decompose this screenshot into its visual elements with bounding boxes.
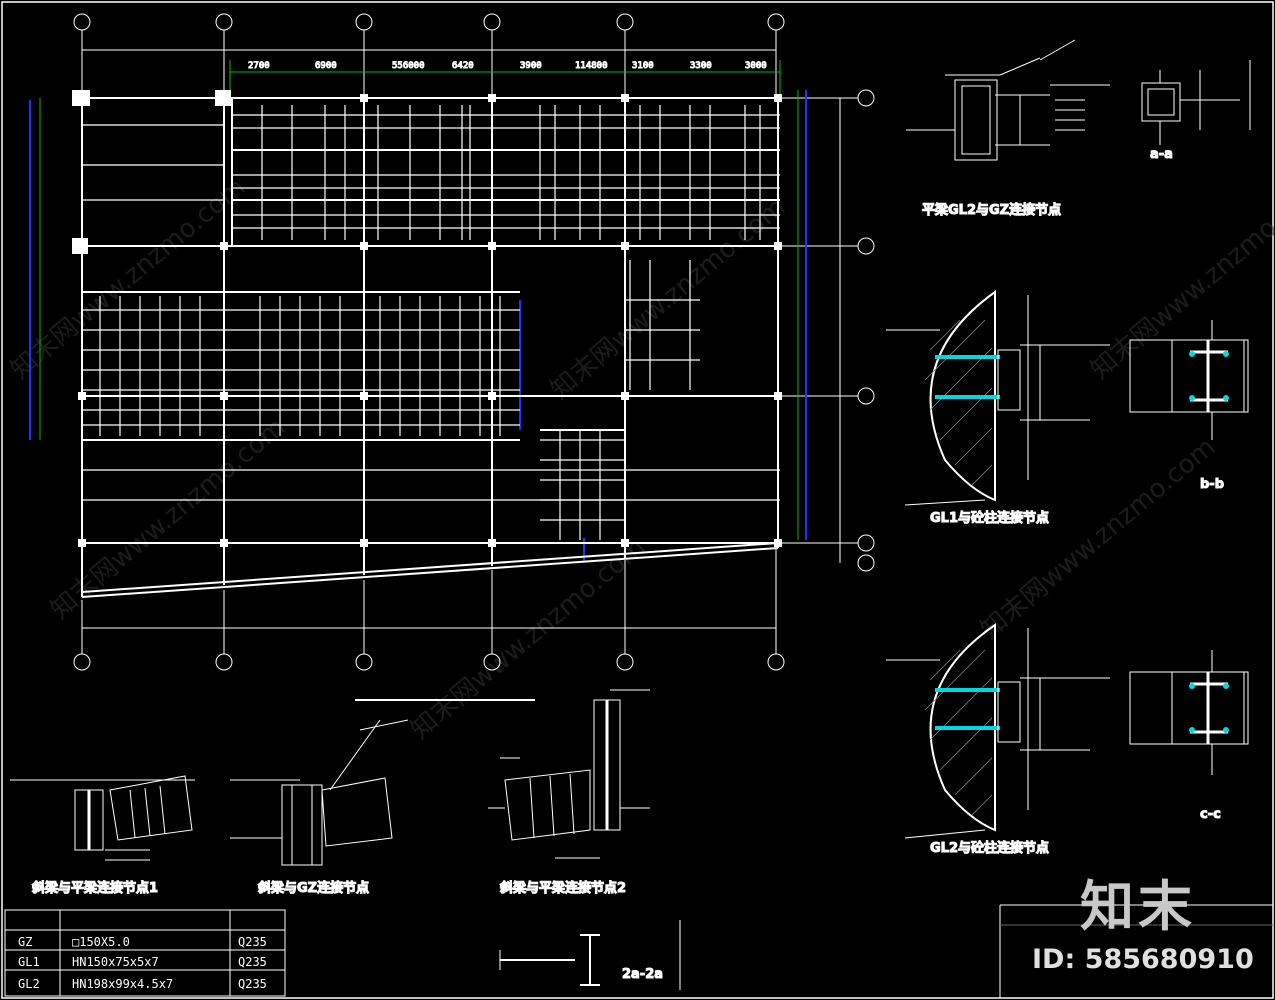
material-table xyxy=(4,909,286,997)
dimension-text: 556000 xyxy=(392,61,425,71)
table-cell-grade: Q235 xyxy=(238,955,267,969)
detail-gl2-gz: 平梁GL2与GZ连接节点 a-a xyxy=(906,39,1251,219)
image-id-label: ID: 585680910 xyxy=(1032,944,1254,975)
watermark-text: 知末网www.znzmo.com xyxy=(545,192,791,405)
watermark-text: 知末网www.znzmo.com xyxy=(405,532,651,745)
dimension-texts: 2700 6900 556000 6420 3900 114800 3100 3300 3000 xyxy=(248,61,768,72)
section-label: c-c xyxy=(1200,807,1221,822)
column-marker xyxy=(72,238,88,254)
dimension-text: 6420 xyxy=(452,61,474,71)
column-marker xyxy=(774,392,782,400)
column-marker xyxy=(774,539,782,547)
title-block xyxy=(999,904,1273,998)
detail-section-2a: 2a-2a xyxy=(499,920,681,990)
watermark-layer: 知末网www.znzmo.com 知末网www.znzmo.com 知末网www… xyxy=(5,172,1275,745)
detail-sloped-beam-2: 斜梁与平梁连接节点2 xyxy=(488,689,650,897)
detail-label: 平梁GL2与GZ连接节点 xyxy=(922,202,1061,218)
detail-gl1-concrete-column: GL1与砼柱连接节点 b-b xyxy=(886,290,1249,527)
table-cell-grade: Q235 xyxy=(238,935,267,949)
floor-plan: 2700 6900 556000 6420 3900 114800 3100 3300 3000 xyxy=(29,13,875,671)
table-cell-mark: GL1 xyxy=(18,955,40,969)
column-markers xyxy=(72,90,782,547)
dimension-text: 3300 xyxy=(690,61,712,71)
column-marker xyxy=(488,392,496,400)
axis-bubbles-right xyxy=(780,89,875,572)
section-label: 2a-2a xyxy=(622,967,663,982)
axis-bubbles-top xyxy=(73,13,785,95)
dimension-text: 3000 xyxy=(745,61,767,71)
annotation-marks xyxy=(29,90,807,562)
brand-logo: 知末 xyxy=(1080,875,1196,938)
column-marker xyxy=(78,392,86,400)
detail-label: GL2与砼柱连接节点 xyxy=(930,840,1049,856)
column-marker xyxy=(72,90,90,106)
dimension-text: 2700 xyxy=(248,61,270,71)
section-label: a-a xyxy=(1150,147,1173,162)
axis-bubbles-bottom xyxy=(73,548,785,671)
detail-label: 斜梁与GZ连接节点 xyxy=(257,880,369,896)
dimension-lines xyxy=(39,60,799,540)
column-marker xyxy=(360,539,368,547)
dimension-text: 3900 xyxy=(520,61,542,71)
column-marker xyxy=(621,539,629,547)
table-cell-mark: GL2 xyxy=(18,977,40,991)
column-marker xyxy=(360,94,368,102)
table-cell-grade: Q235 xyxy=(238,977,267,991)
watermark-text: 知末网www.znzmo.com xyxy=(1085,172,1275,385)
detail-label: 斜梁与平梁连接节点1 xyxy=(31,880,158,896)
section-label: b-b xyxy=(1200,477,1224,492)
column-marker xyxy=(488,94,496,102)
dimension-text: 114800 xyxy=(575,61,608,71)
watermark-text: 知末网www.znzmo.com xyxy=(975,432,1221,645)
detail-sloped-beam-1: 斜梁与平梁连接节点1 xyxy=(10,775,195,897)
detail-label: GL1与砼柱连接节点 xyxy=(930,510,1049,526)
plan-outline xyxy=(81,97,780,598)
column-marker xyxy=(774,242,782,250)
dimension-text: 3100 xyxy=(632,61,654,71)
column-marker xyxy=(220,539,228,547)
column-marker xyxy=(220,242,228,250)
column-marker xyxy=(360,392,368,400)
column-marker xyxy=(360,242,368,250)
column-marker xyxy=(488,539,496,547)
column-marker xyxy=(621,392,629,400)
dimension-text: 6900 xyxy=(315,61,337,71)
secondary-members xyxy=(82,105,780,540)
column-marker xyxy=(488,242,496,250)
detail-sloped-beam-gz: 斜梁与GZ连接节点 xyxy=(230,699,535,897)
watermark-text: 知末网www.znzmo.com xyxy=(5,172,251,385)
table-cell-mark: GZ xyxy=(18,935,32,949)
table-cell-spec: HN150x75x5x7 xyxy=(72,955,159,969)
column-marker xyxy=(774,94,782,102)
table-cell-spec: HN198x99x4.5x7 xyxy=(72,977,173,991)
column-marker xyxy=(621,242,629,250)
column-marker xyxy=(78,539,86,547)
column-marker xyxy=(220,392,228,400)
detail-gl2-concrete-column: GL2与砼柱连接节点 c-c xyxy=(886,623,1249,857)
column-marker xyxy=(621,94,629,102)
column-marker xyxy=(215,90,231,106)
table-cell-spec: □150X5.0 xyxy=(72,935,130,949)
detail-label: 斜梁与平梁连接节点2 xyxy=(499,880,626,896)
